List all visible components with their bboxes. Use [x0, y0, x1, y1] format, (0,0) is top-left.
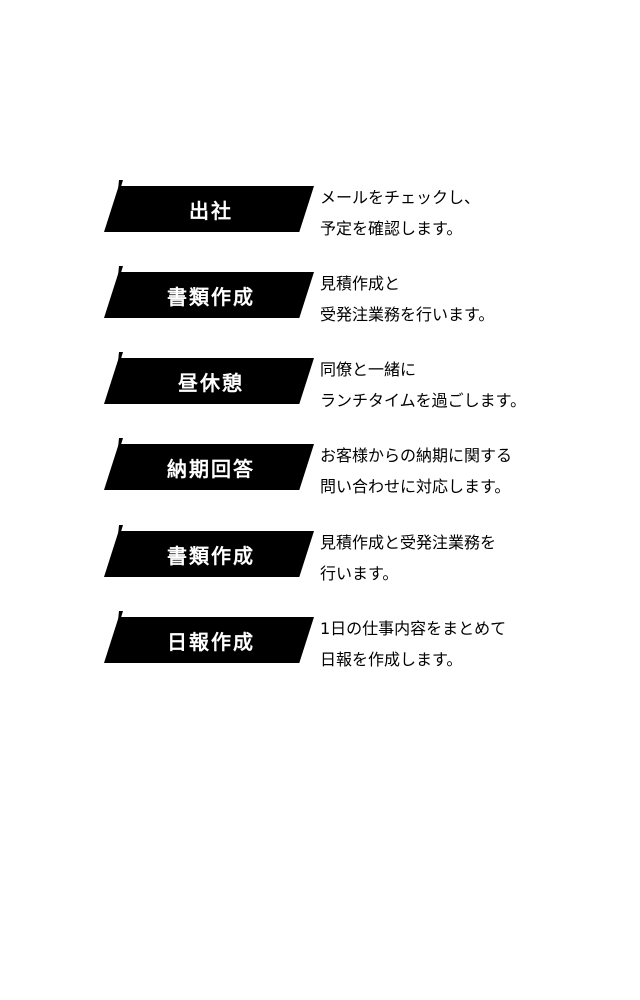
schedule-description-line: 1日の仕事内容をまとめて [320, 619, 507, 638]
schedule-label-banner: 出社 [104, 186, 314, 232]
schedule-description: お客様からの納期に関する 問い合わせに対応します。 [320, 440, 560, 502]
schedule-label-banner: 納期回答 [104, 444, 314, 490]
schedule-description-line: 見積作成と [320, 274, 401, 293]
schedule-item-3: 昼休憩 同僚と一緒に ランチタイムを過ごします。 [104, 352, 564, 410]
schedule-description: 見積作成と 受発注業務を行います。 [320, 268, 560, 330]
schedule-label-banner: 日報作成 [104, 617, 314, 663]
schedule-label-banner: 書類作成 [104, 531, 314, 577]
schedule-label-banner: 書類作成 [104, 272, 314, 318]
schedule-description-line: お客様からの納期に関する [320, 446, 513, 465]
tick-mark-icon [118, 611, 124, 621]
schedule-description-line: 行います。 [320, 564, 399, 583]
schedule-description-line: 見積作成と受発注業務を [320, 533, 497, 552]
schedule-item-4: 納期回答 お客様からの納期に関する 問い合わせに対応します。 [104, 438, 564, 496]
schedule-item-1: 出社 メールをチェックし、 予定を確認します。 [104, 180, 564, 238]
schedule-label: 昼休憩 [178, 370, 244, 395]
schedule-label: 納期回答 [167, 456, 255, 481]
tick-mark-icon [118, 438, 124, 448]
schedule-description: 見積作成と受発注業務を 行います。 [320, 527, 560, 589]
schedule-description-line: 日報を作成します。 [320, 650, 463, 669]
schedule-description-line: 受発注業務を行います。 [320, 305, 495, 324]
schedule-description-line: 予定を確認します。 [320, 219, 463, 238]
tick-mark-icon [118, 266, 124, 276]
schedule-description-line: 同僚と一緒に [320, 360, 417, 379]
schedule-description: 1日の仕事内容をまとめて 日報を作成します。 [320, 613, 560, 675]
schedule-description-line: メールをチェックし、 [320, 188, 481, 207]
tick-mark-icon [118, 180, 124, 190]
schedule-item-6: 日報作成 1日の仕事内容をまとめて 日報を作成します。 [104, 611, 564, 669]
tick-mark-icon [118, 525, 124, 535]
schedule-description: 同僚と一緒に ランチタイムを過ごします。 [320, 354, 560, 416]
schedule-description-line: 問い合わせに対応します。 [320, 477, 511, 496]
schedule-label: 書類作成 [167, 284, 255, 309]
schedule-item-2: 書類作成 見積作成と 受発注業務を行います。 [104, 266, 564, 324]
schedule-label: 日報作成 [167, 629, 255, 654]
schedule-description: メールをチェックし、 予定を確認します。 [320, 182, 560, 244]
schedule-label-banner: 昼休憩 [104, 358, 314, 404]
schedule-label: 出社 [189, 198, 233, 223]
schedule-description-line: ランチタイムを過ごします。 [320, 391, 527, 410]
tick-mark-icon [118, 352, 124, 362]
schedule-item-5: 書類作成 見積作成と受発注業務を 行います。 [104, 525, 564, 583]
schedule-label: 書類作成 [167, 543, 255, 568]
